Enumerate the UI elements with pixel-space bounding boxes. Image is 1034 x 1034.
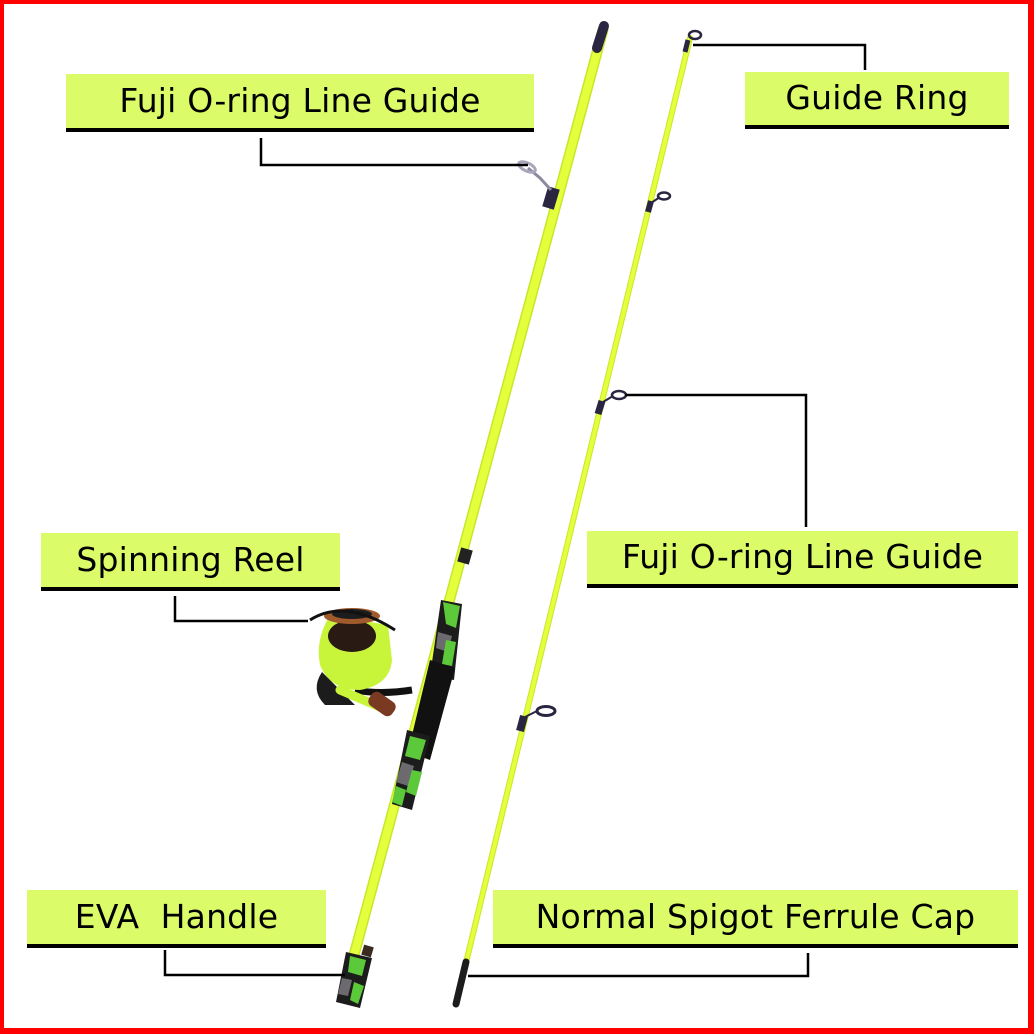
leader-ferrule-cap xyxy=(468,953,810,978)
leader-fuji-guide-mid xyxy=(625,393,808,527)
ferrule-cap-icon xyxy=(452,958,470,1008)
line-guide-lower-icon xyxy=(516,705,557,733)
leader-fuji-guide-top xyxy=(259,138,528,167)
label-fuji-guide-mid-text: Fuji O-ring Line Guide xyxy=(621,537,984,576)
label-guide-ring: Guide Ring xyxy=(745,72,1009,129)
label-fuji-guide-mid: Fuji O-ring Line Guide xyxy=(587,531,1018,588)
spinning-reel-icon xyxy=(309,608,413,717)
leader-guide-ring xyxy=(693,43,867,70)
foregrip-camo xyxy=(430,600,462,680)
leader-eva-handle xyxy=(163,950,345,977)
line-guide-icon xyxy=(645,191,672,213)
leader-lines xyxy=(163,43,867,978)
label-fuji-guide-top: Fuji O-ring Line Guide xyxy=(66,74,534,132)
right-rod-section xyxy=(452,29,703,1008)
guide-ring-icon xyxy=(682,29,703,53)
label-spinning-reel-text: Spinning Reel xyxy=(76,539,305,579)
tip-cap xyxy=(592,21,609,53)
label-guide-ring-text: Guide Ring xyxy=(785,78,969,117)
label-eva-handle: EVA Handle xyxy=(27,890,326,948)
label-eva-handle-text: EVA Handle xyxy=(74,896,279,936)
label-ferrule-cap-text: Normal Spigot Ferrule Cap xyxy=(535,896,976,936)
left-rod-section xyxy=(309,21,609,1008)
fuji-guide-top-icon xyxy=(517,160,560,210)
label-fuji-guide-top-text: Fuji O-ring Line Guide xyxy=(119,80,481,120)
leader-spinning-reel xyxy=(173,596,308,623)
label-spinning-reel: Spinning Reel xyxy=(41,533,340,591)
label-ferrule-cap: Normal Spigot Ferrule Cap xyxy=(493,890,1018,948)
rear-grip-camo xyxy=(392,730,430,810)
eva-handle-camo xyxy=(336,944,374,1008)
